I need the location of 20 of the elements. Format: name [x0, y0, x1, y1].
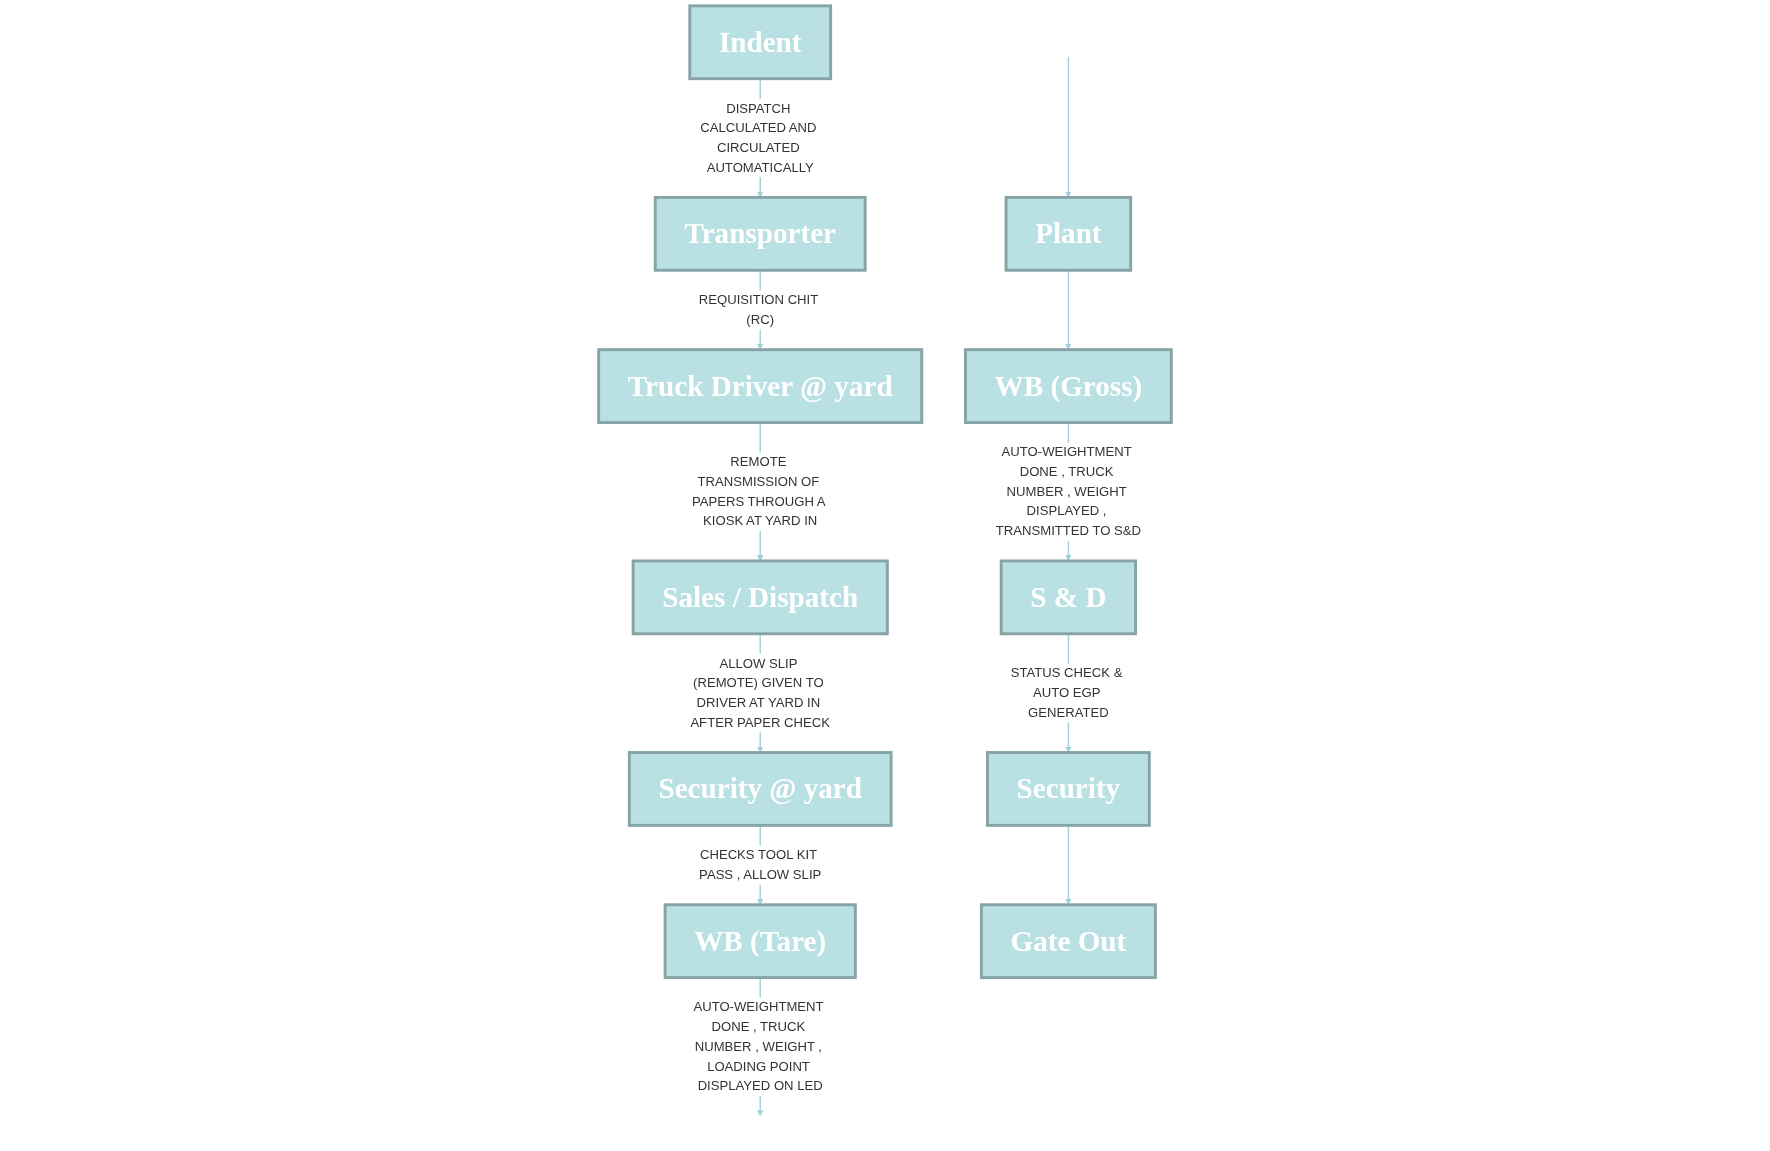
- node-box: Sales / Dispatch: [631, 559, 889, 636]
- edge-label: ALLOW SLIP (REMOTE) GIVEN TO DRIVER AT YARD IN AFTER PAPER CHECK: [690, 656, 831, 730]
- node-box: Truck Driver @ yard: [597, 348, 924, 424]
- edge-label: AUTO-WEIGHTMENT DONE , TRUCK NUMBER , WEIGHT DISPLAYED , TRANSMITTED TO S&D: [995, 444, 1141, 538]
- edge-label: STATUS CHECK & AUTO EGP GENERATED: [1010, 665, 1123, 720]
- edge-label: AUTO-WEIGHTMENT DONE , TRUCK NUMBER , WEIGHT , LOADING POINT DISPLAYED ON LED: [693, 999, 824, 1094]
- edge-label: DISPATCH CALCULATED AND CIRCULATED AUTOMATICALLY: [700, 100, 817, 175]
- node-box: Indent: [688, 4, 833, 81]
- node-box: Gate Out: [979, 903, 1157, 980]
- node-box: Plant: [1004, 195, 1133, 272]
- arrow: [1065, 56, 1072, 198]
- node-box: WB (Tare): [663, 903, 857, 980]
- node-box: Security @ yard: [627, 751, 893, 827]
- edge-label: REQUISITION CHIT (RC): [698, 292, 819, 327]
- node-box: Security: [986, 751, 1151, 827]
- edge-label: CHECKS TOOL KIT PASS , ALLOW SLIP: [699, 847, 822, 882]
- node-box: WB (Gross): [964, 348, 1173, 424]
- edge-label: REMOTE TRANSMISSION OF PAPERS THROUGH A KIOSK AT YARD IN: [691, 454, 825, 529]
- node-box: Transporter: [653, 195, 867, 272]
- node-box: S & D: [999, 559, 1138, 636]
